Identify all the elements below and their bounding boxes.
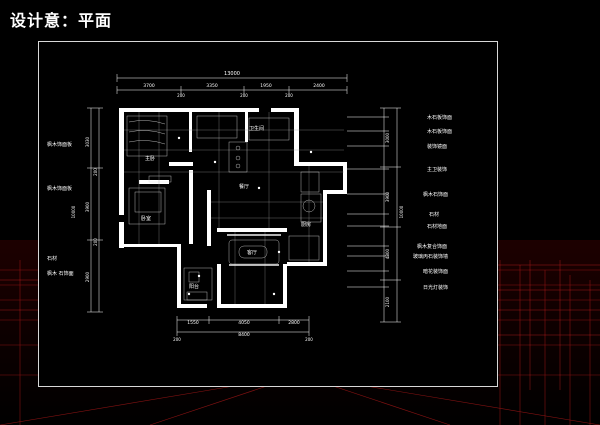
dim-top-small-2: 200 (240, 93, 248, 98)
room-label-dining: 餐厅 (239, 183, 249, 190)
slide-title: 设计意：平面 (10, 11, 113, 30)
right-label-5: 枫木石饰面 (423, 191, 448, 198)
dim-right-4: 4300 (385, 248, 390, 259)
dim-right-1: 3000 (385, 132, 390, 143)
left-label-4: 枫木 石饰面 (47, 270, 74, 277)
left-label-3: 石材 (47, 255, 57, 262)
dim-bottom-small-1: 200 (173, 337, 181, 342)
right-label-8: 枫木复合饰面 (417, 243, 447, 250)
dim-right-3: 10000 (399, 205, 404, 218)
furniture (126, 115, 322, 301)
dim-left-1: 3030 (85, 136, 90, 147)
room-label-bedroom: 卧室 (141, 215, 151, 222)
room-label-living: 客厅 (247, 249, 257, 256)
dim-right-5: 2100 (385, 296, 390, 307)
dim-bottom-seg-2: 4050 (238, 320, 250, 326)
dim-top-seg-4: 2400 (313, 83, 325, 89)
left-label-1: 枫木饰面板 (47, 141, 72, 148)
room-label-bathroom: 卫生间 (249, 125, 264, 132)
walls (119, 108, 347, 308)
right-label-10: 暗花装饰面 (423, 268, 448, 275)
dim-top-seg-3: 1950 (260, 83, 272, 89)
room-label-master: 主卧 (145, 155, 155, 162)
dim-left-3: 3900 (85, 201, 90, 212)
dim-top-seg-2: 3350 (206, 83, 218, 89)
right-label-11: 日光灯装饰 (423, 284, 448, 291)
dim-left-5: 200 (93, 168, 98, 176)
right-label-1: 木石板饰面 (427, 114, 452, 121)
dim-right-2: 3900 (385, 191, 390, 202)
dim-top-total: 13000 (224, 71, 240, 77)
room-label-balcony: 阳台 (189, 283, 199, 290)
right-label-4: 主卫装饰 (427, 166, 447, 173)
dim-left-4: 2900 (85, 271, 90, 282)
left-label-2: 枫木饰面板 (47, 185, 72, 192)
dim-bottom-seg-3: 2800 (288, 320, 300, 326)
right-label-7: 石材地面 (427, 223, 447, 230)
right-label-2: 木石板饰面 (427, 128, 452, 135)
dim-left-2: 10000 (71, 205, 76, 218)
dim-bottom-seg-1: 1550 (187, 320, 199, 326)
dim-top-seg-1: 3700 (143, 83, 155, 89)
dim-left-6: 200 (93, 238, 98, 246)
dim-bottom-total: 8400 (238, 332, 250, 338)
floor-plan-frame: 13000 3700 3350 1950 2400 200 200 200 30… (38, 41, 498, 387)
dim-bottom-small-2: 200 (305, 337, 313, 342)
dim-top-small-3: 200 (285, 93, 293, 98)
right-label-6: 石材 (429, 211, 439, 218)
room-label-kitchen: 厨房 (301, 221, 311, 228)
dim-top-small-1: 200 (177, 93, 185, 98)
right-label-9: 玻璃丙石装饰墙 (413, 253, 448, 260)
floor-plan-drawing: 13000 3700 3350 1950 2400 200 200 200 30… (47, 71, 452, 342)
right-label-3: 装饰镜面 (427, 143, 447, 150)
